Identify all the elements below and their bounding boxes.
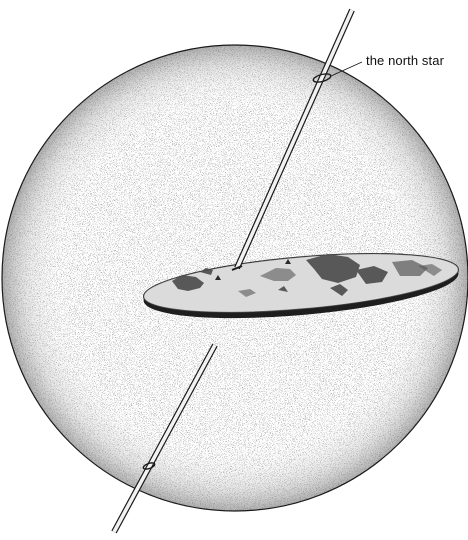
north-star-label: the north star bbox=[366, 53, 444, 68]
